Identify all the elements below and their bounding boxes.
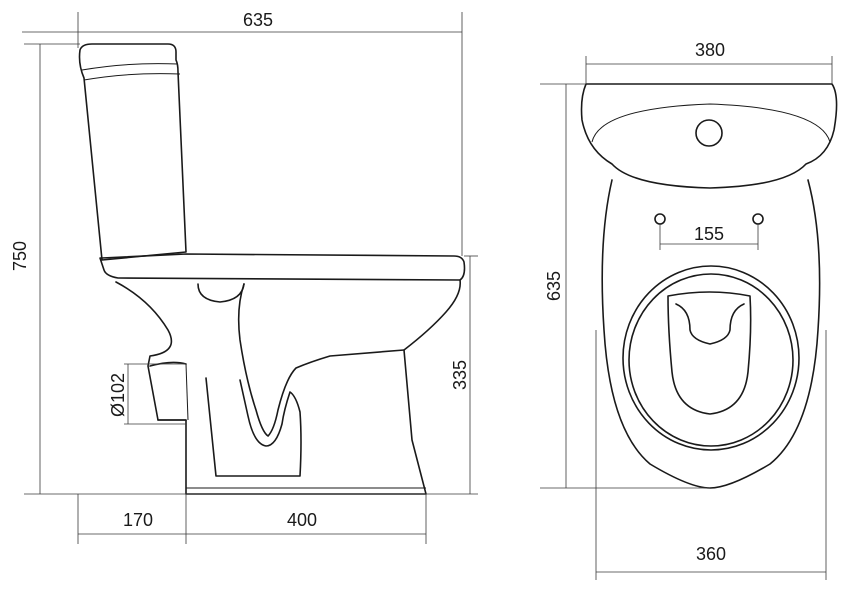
label-170: 170 <box>123 510 153 530</box>
bowl-rim <box>99 253 466 281</box>
side-view: 635 750 335 Ø102 170 4 <box>10 10 478 544</box>
dimension-width-380: 380 <box>585 40 833 84</box>
dimension-hole-spacing-155: 155 <box>659 224 759 250</box>
bolt-hole-left <box>654 213 666 225</box>
bowl-body <box>115 279 462 495</box>
dimension-height-335: 335 <box>450 255 478 494</box>
dimension-bottom-side: 170 400 <box>77 494 427 544</box>
dimension-width-635: 635 <box>22 10 463 256</box>
label-155: 155 <box>694 224 724 244</box>
label-635-top: 635 <box>544 271 564 301</box>
flush-button-icon <box>695 119 723 147</box>
label-635-side: 635 <box>243 10 273 30</box>
label-380: 380 <box>695 40 725 60</box>
tank-top-view <box>580 83 838 189</box>
cistern-tank <box>78 43 187 261</box>
dimension-height-750: 750 <box>10 43 478 495</box>
bolt-hole-right <box>752 213 764 225</box>
label-360: 360 <box>696 544 726 564</box>
label-750: 750 <box>10 241 30 271</box>
label-400: 400 <box>287 510 317 530</box>
top-view: 380 635 155 360 <box>540 40 838 580</box>
dimension-outlet-diameter: Ø102 <box>108 363 186 425</box>
label-335: 335 <box>450 360 470 390</box>
dimension-width-360: 360 <box>595 330 827 580</box>
dimension-depth-635: 635 <box>540 83 710 489</box>
label-outlet-diameter: Ø102 <box>108 373 128 417</box>
